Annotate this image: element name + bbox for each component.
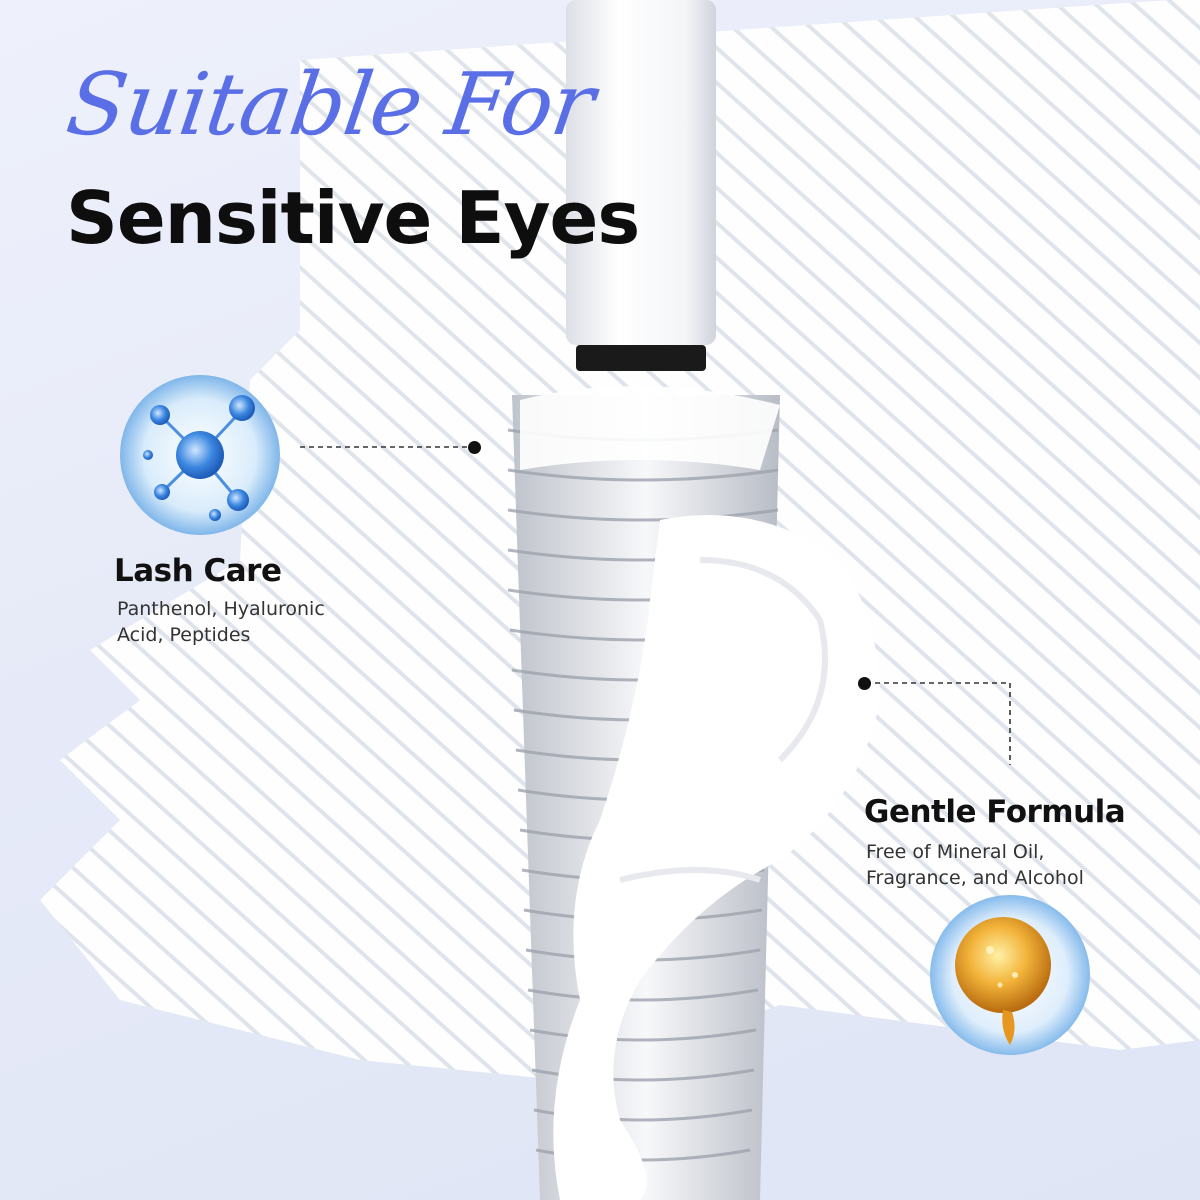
connector-dot [468, 441, 481, 454]
feature-desc-lash-care: Panthenol, Hyaluronic Acid, Peptides [117, 597, 325, 648]
feature-title-lash-care: Lash Care [114, 553, 282, 589]
feature-desc-line: Acid, Peptides [117, 623, 251, 646]
main-title: Sensitive Eyes [66, 176, 640, 260]
feature-desc-line: Fragrance, and Alcohol [866, 866, 1084, 889]
feature-title-gentle-formula: Gentle Formula [864, 794, 1126, 830]
feature-desc-line: Free of Mineral Oil, [866, 841, 1045, 863]
oil-drop-icon [930, 895, 1090, 1055]
molecule-icon [120, 375, 280, 535]
script-title: Suitable For [60, 55, 600, 155]
connector-dot [858, 677, 871, 690]
feature-desc-line: Panthenol, Hyaluronic [117, 598, 325, 620]
feature-desc-gentle-formula: Free of Mineral Oil, Fragrance, and Alco… [866, 840, 1084, 891]
